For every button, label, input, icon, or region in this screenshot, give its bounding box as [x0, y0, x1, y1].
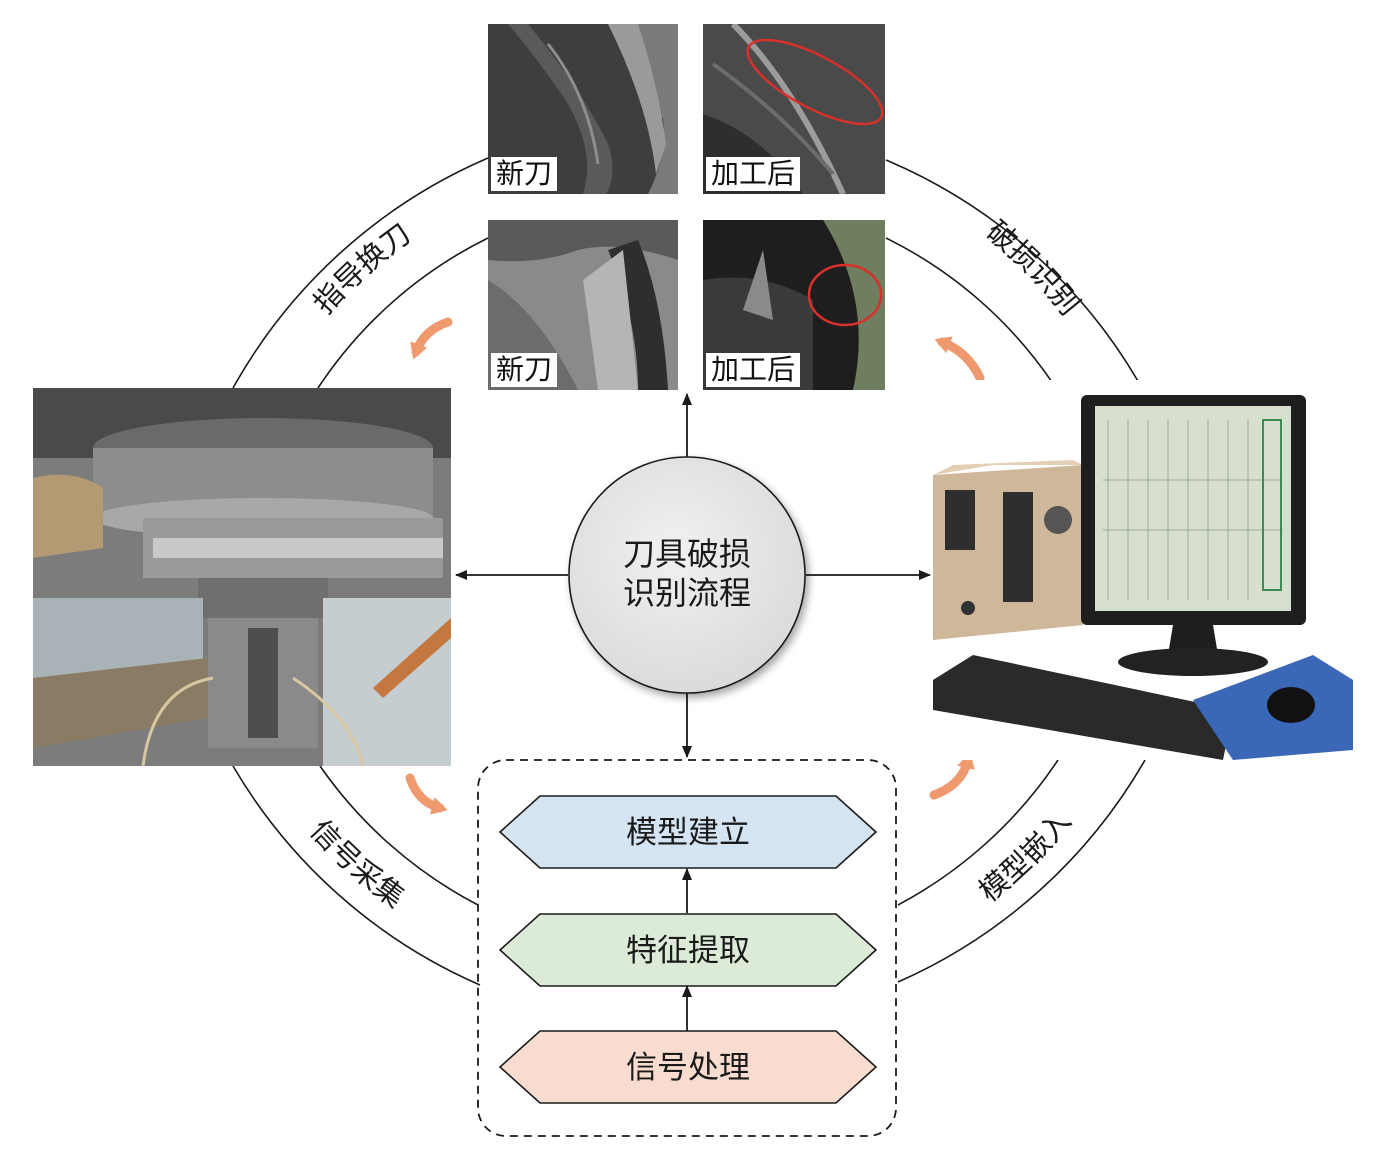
step-feature-label: 特征提取 — [626, 933, 750, 969]
arc-outer-bottom-right — [897, 759, 1146, 983]
tool-photo-label: 新刀 — [491, 157, 558, 191]
process-hexagons — [498, 795, 878, 1104]
orange-arrow-top-right — [934, 336, 985, 383]
hex-model — [498, 795, 878, 869]
arc-outer-bottom-left — [232, 765, 481, 986]
process-dashed-box — [477, 759, 897, 1137]
center-circle — [568, 456, 806, 694]
arc-inner-top-right — [885, 237, 1057, 389]
arc-inner-top-left — [317, 237, 489, 389]
computer-image — [933, 380, 1353, 760]
orange-arrow-bottom-left — [405, 773, 448, 815]
orange-arrow-top-left — [410, 317, 453, 360]
step-signal-label: 信号处理 — [626, 1050, 750, 1086]
outer-arcs — [232, 157, 1146, 986]
tool-photo-worn-1: 加工后 — [703, 24, 885, 194]
process-labels: 模型建立 特征提取 信号处理 — [626, 815, 750, 1086]
tool-photo-label: 加工后 — [706, 353, 801, 387]
arc-label-bottom-left: 信号采集 — [304, 813, 411, 914]
orange-arrows — [405, 317, 985, 815]
machine-spindle-photo — [33, 388, 451, 766]
tool-photo-new-1: 新刀 — [488, 24, 678, 194]
spindle-image — [33, 388, 451, 766]
tool-photo-label: 新刀 — [491, 353, 558, 387]
connector-arrows — [455, 393, 931, 1031]
arc-outer-top-left — [232, 157, 489, 389]
tool-photo-label: 加工后 — [706, 157, 801, 191]
arc-inner-bottom-right — [897, 759, 1059, 906]
hex-feature — [498, 913, 878, 987]
center-title-line1: 刀具破损 — [623, 535, 751, 573]
tool-photo-worn-2: 加工后 — [703, 220, 885, 390]
tool-photo-new-2: 新刀 — [488, 220, 678, 390]
computer-system-photo — [933, 380, 1353, 760]
center-text: 刀具破损 识别流程 — [623, 535, 751, 612]
arc-inner-bottom-left — [319, 765, 479, 906]
orange-arrow-bottom-right — [929, 752, 975, 800]
hex-signal — [498, 1030, 878, 1104]
arc-outer-top-right — [885, 159, 1143, 389]
arc-label-top-right: 破损识别 — [980, 214, 1087, 322]
center-title-line2: 识别流程 — [623, 574, 751, 612]
arc-label-bottom-right: 模型嵌入 — [972, 804, 1077, 908]
step-model-label: 模型建立 — [626, 815, 750, 851]
